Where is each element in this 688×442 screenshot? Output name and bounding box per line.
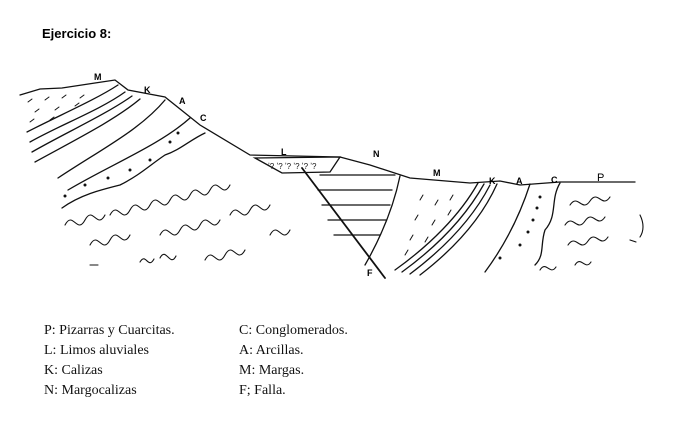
legend-item: A: Arcillas. [239,343,304,358]
fault-line [301,167,386,279]
label-m-left: M [94,72,102,82]
label-f: F [367,268,373,278]
geological-cross-section: ʼ? ʼ? ʼ? ʼ? ʼ? ʼ? [19,72,644,279]
legend-right-column: C: Conglomerados. A: Arcillas. M: Margas… [239,321,348,401]
legend-item: M: Margas. [239,363,305,378]
label-l: L [281,147,287,157]
surface-line [19,79,636,186]
stratum-boundary [57,99,166,179]
legend-item: L: Limos aluviales [44,343,149,358]
label-m-right: M [433,168,441,178]
stratum-boundary [26,84,119,133]
marl-ticks [27,94,454,256]
label-c-right: C [551,175,558,185]
stratum-boundary [534,182,561,266]
stratum-boundary [317,174,396,236]
slate-folds [64,184,644,271]
legend-item: N: Margocalizas [44,383,137,398]
legend-item: K: Calizas [44,363,103,378]
legend-item: P: Pizarras y Cuarcitas. [44,323,175,338]
legend-left-column: P: Pizarras y Cuarcitas. L: Limos aluvia… [44,321,175,401]
stratum-boundary [364,175,401,266]
label-k-right: K [489,176,496,186]
stratum-boundary [61,132,206,209]
stratum-boundary [394,182,479,271]
stratum-boundary [409,184,491,275]
svg-text:ʼ? ʼ? ʼ? ʼ? ʼ? ʼ?: ʼ? ʼ? ʼ? ʼ? ʼ? ʼ? [268,162,317,171]
legend-item: C: Conglomerados. [239,323,348,338]
label-p: P [597,172,604,184]
stratum-boundary [31,95,133,153]
exercise-title: Ejercicio 8: [42,26,112,41]
stratum-boundary [419,183,498,276]
legend-item: F; Falla. [239,383,286,398]
stratum-boundary [29,91,126,143]
label-n: N [373,149,380,159]
stratum-boundary [67,117,191,191]
stratum-boundary [484,183,531,273]
label-a-right: A [516,176,523,186]
stratum-boundary [34,98,141,163]
label-k-left: K [144,85,151,95]
label-a-left: A [179,96,186,106]
stratum-boundary [401,183,485,273]
alluvial-lens [252,156,342,174]
conglomerate-dots [63,131,542,260]
label-c-left: C [200,113,207,123]
